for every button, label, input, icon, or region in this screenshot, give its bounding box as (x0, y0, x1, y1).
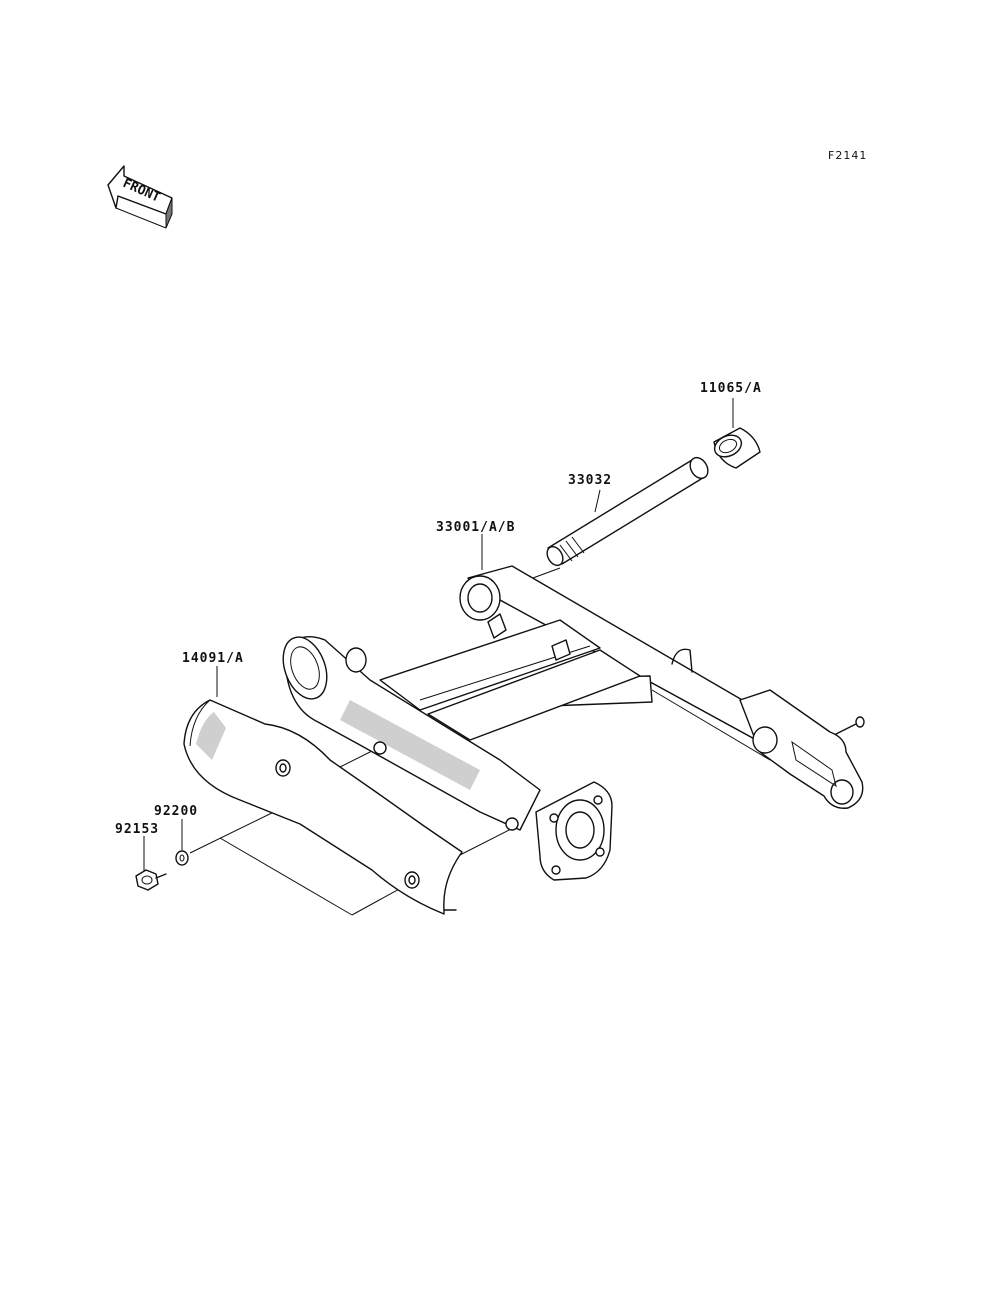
pivot-shaft (546, 456, 709, 567)
part-label-33032[interactable]: 33032 (568, 473, 613, 488)
leader-lines (143, 398, 734, 874)
part-label-33001ab[interactable]: 33001/A/B (436, 520, 516, 535)
figure-code: F2141 (828, 149, 868, 162)
part-label-14091a[interactable]: 14091/A (182, 651, 244, 666)
pivot-cap (713, 427, 761, 469)
washer (175, 850, 189, 866)
bolt (135, 869, 167, 891)
part-label-92200[interactable]: 92200 (154, 804, 199, 819)
part-label-11065a[interactable]: 11065/A (700, 381, 762, 396)
part-label-92153[interactable]: 92153 (115, 822, 160, 837)
cover (183, 699, 463, 915)
front-arrow-icon: FRONT (107, 165, 173, 229)
swingarm (282, 565, 865, 881)
